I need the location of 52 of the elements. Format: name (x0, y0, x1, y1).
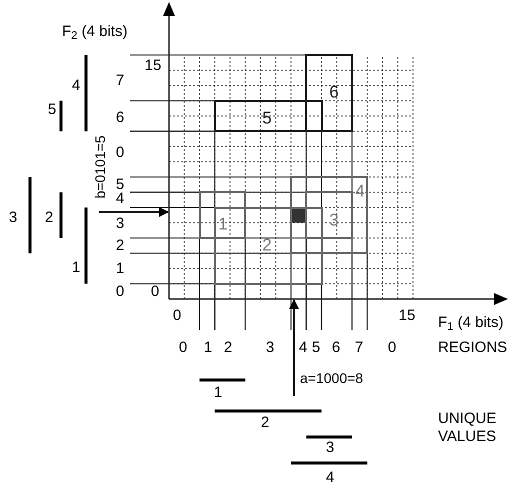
region-number: 3 (329, 212, 339, 228)
axis-label: F$_{1}$ (4 bits) (438, 314, 504, 332)
axis-label: 5 (116, 176, 124, 193)
axis-label: 0 (116, 283, 124, 301)
axis-label: 15 (144, 57, 162, 75)
axis-label: UNIQUE VALUES (438, 410, 498, 446)
axis-label: 7 (116, 72, 124, 90)
axis-label: 3 (116, 215, 124, 233)
region-rectangle (198, 191, 246, 239)
value-label: b=0101=5 (93, 135, 107, 199)
value-label: a=1000=8 (300, 371, 364, 385)
axis-label: 1 (72, 259, 80, 277)
axis-label: 6 (332, 339, 340, 357)
axis-label: F$_{2}$ (4 bits) (62, 23, 128, 41)
region-number: 4 (355, 182, 365, 200)
axis-label: 0 (172, 307, 182, 325)
axis-label: 4 (326, 469, 334, 487)
axis-label: 5 (48, 101, 56, 119)
axis-label: 6 (116, 109, 124, 127)
axis-label: 15 (398, 307, 416, 325)
region-rectangle (290, 176, 368, 254)
axis-label: 3 (326, 439, 334, 457)
y-axis (163, 2, 175, 299)
axis-label: 3 (266, 339, 274, 357)
axis-label: 0 (388, 339, 396, 357)
axis-label: 0 (150, 283, 160, 301)
region-number: 6 (329, 84, 339, 100)
region-rectangle (214, 100, 322, 132)
axis-label: 1 (116, 260, 124, 278)
axis-label: 4 (298, 339, 308, 357)
axis-label: 1 (214, 384, 222, 402)
axis-label: 2 (224, 339, 232, 357)
axis-label: 2 (260, 414, 270, 432)
x-axis (169, 293, 508, 305)
region-number: 2 (262, 236, 272, 254)
axis-label: 0 (178, 339, 188, 357)
region-rectangle (305, 54, 353, 132)
region-number: 1 (218, 216, 228, 232)
arrow (289, 299, 299, 396)
axis-label: 7 (354, 339, 364, 357)
region-rectangle (214, 206, 322, 285)
axis-label: 1 (204, 339, 212, 357)
axis-label: 4 (72, 77, 80, 95)
axis-label: 2 (44, 209, 54, 227)
arrow (99, 207, 169, 217)
axis-label: 4 (116, 190, 124, 208)
axis-label: 0 (116, 144, 124, 162)
axis-label: 5 (312, 339, 320, 357)
axis-label: REGIONS (438, 339, 508, 357)
axis-label: 2 (116, 237, 124, 255)
axis-label: 3 (8, 209, 18, 227)
region-number: 5 (262, 110, 272, 126)
